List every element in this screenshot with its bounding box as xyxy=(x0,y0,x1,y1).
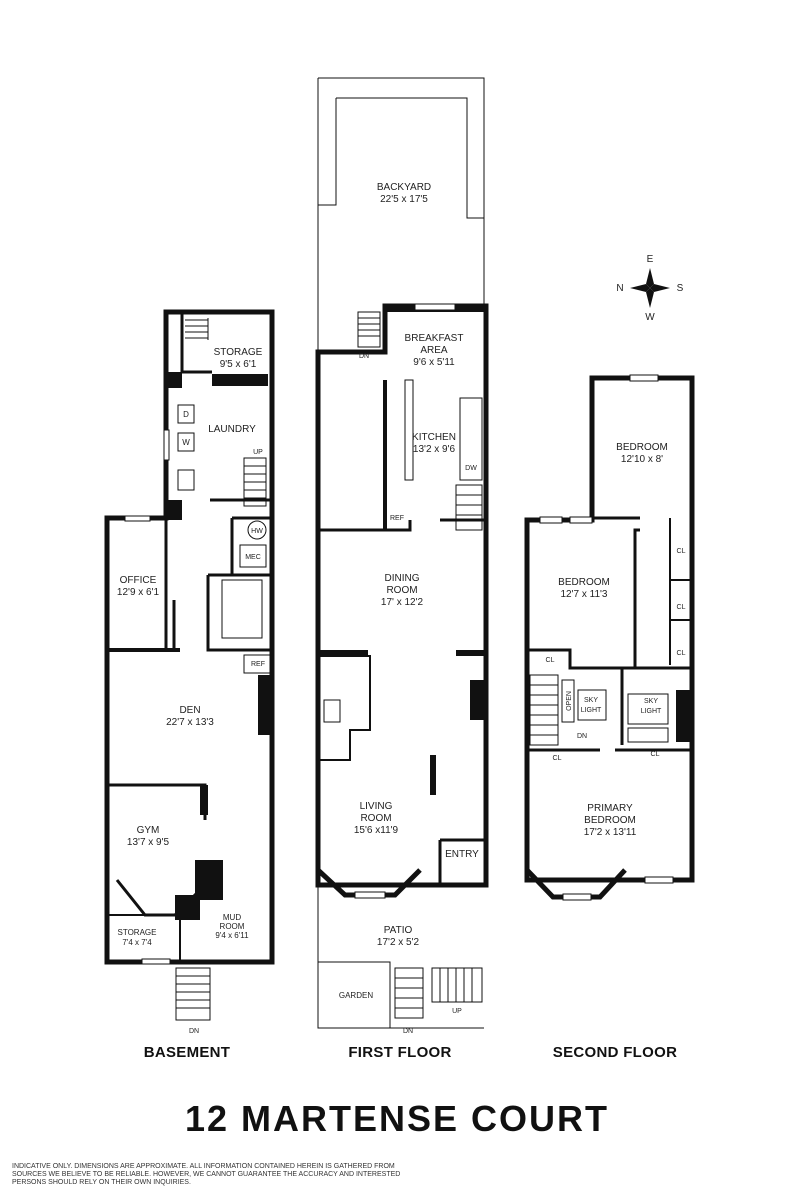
skylight-1-b: LIGHT xyxy=(581,707,602,714)
stair-open: OPEN xyxy=(566,691,573,711)
fixture-dw: DW xyxy=(465,465,477,472)
disclaimer-text: INDICATIVE ONLY. DIMENSIONS ARE APPROXIM… xyxy=(12,1163,401,1186)
closet-6: CL xyxy=(651,751,660,758)
room-patio-name: PATIO xyxy=(384,925,413,936)
closet-4: CL xyxy=(546,657,555,664)
room-bedroom2-name: BEDROOM xyxy=(558,577,610,588)
room-backyard-name: BACKYARD xyxy=(377,182,431,193)
room-kitchen-name: KITCHEN xyxy=(412,432,456,443)
fixture-dryer: D xyxy=(183,410,189,419)
skylight-2-b: LIGHT xyxy=(641,708,662,715)
room-gym-name: GYM xyxy=(137,825,160,836)
room-office-dim: 12'9 x 6'1 xyxy=(117,587,160,598)
skylight-2-a: SKY xyxy=(644,698,658,705)
fixture-ref-kitchen: REF xyxy=(390,515,404,522)
fixture-hw: HW xyxy=(251,528,263,535)
room-primary-name: PRIMARY xyxy=(587,803,633,814)
fixture-washer: W xyxy=(182,438,190,447)
room-bedroom2-dim: 12'7 x 11'3 xyxy=(560,589,607,600)
stair-up-patio: UP xyxy=(452,1008,462,1015)
room-mud-name: MUD xyxy=(223,913,241,922)
room-breakfast-name2: AREA xyxy=(420,345,448,356)
fixture-ref-basement: REF xyxy=(251,661,265,668)
svg-text:N: N xyxy=(616,283,623,294)
room-mud-name2: ROOM xyxy=(220,922,245,931)
closet-1: CL xyxy=(677,548,686,555)
stair-dn-basement: DN xyxy=(189,1028,199,1035)
floor-label-first: FIRST FLOOR xyxy=(348,1044,452,1061)
room-garden-name: GARDEN xyxy=(339,991,373,1000)
room-backyard-dim: 22'5 x 17'5 xyxy=(380,194,428,205)
room-mud-dim: 9'4 x 6'11 xyxy=(215,931,249,940)
room-storage-small-dim: 7'4 x 7'4 xyxy=(122,938,152,947)
room-entry-name: ENTRY xyxy=(445,849,479,860)
room-storage-small-name: STORAGE xyxy=(118,928,157,937)
room-living-name: LIVING xyxy=(360,801,393,812)
svg-text:W: W xyxy=(645,312,655,323)
floor-label-second: SECOND FLOOR xyxy=(552,1044,678,1061)
room-living-name2: ROOM xyxy=(360,813,391,824)
room-breakfast-name: BREAKFAST xyxy=(405,333,464,344)
svg-text:E: E xyxy=(647,254,654,265)
closet-5: CL xyxy=(553,755,562,762)
room-storage-top-dim: 9'5 x 6'1 xyxy=(220,359,257,370)
room-den-dim: 22'7 x 13'3 xyxy=(166,717,214,728)
room-dining-name: DINING xyxy=(385,573,420,584)
skylight-1-a: SKY xyxy=(584,697,598,704)
second-floor-plan xyxy=(524,374,695,901)
fixture-mec: MEC xyxy=(245,554,261,561)
room-primary-name2: BEDROOM xyxy=(584,815,636,826)
room-office-name: OFFICE xyxy=(120,575,157,586)
room-patio-dim: 17'2 x 5'2 xyxy=(377,937,420,948)
room-laundry-name: LAUNDRY xyxy=(208,424,256,435)
room-dining-dim: 17' x 12'2 xyxy=(381,597,424,608)
property-title: 12 MARTENSE COURT xyxy=(184,1098,610,1139)
first-floor-plan xyxy=(315,77,489,1029)
room-living-dim: 15'6 x11'9 xyxy=(354,825,399,836)
room-kitchen-dim: 13'2 x 9'6 xyxy=(413,444,456,455)
stair-up-laundry: UP xyxy=(253,449,263,456)
room-primary-dim: 17'2 x 13'11 xyxy=(584,827,637,838)
stair-dn-breakfast: DN xyxy=(359,353,369,360)
basement-plan xyxy=(104,309,275,1021)
compass-icon: E W N S xyxy=(616,254,683,323)
svg-text:S: S xyxy=(677,283,684,294)
floor-plan: E W N S STORAGE 9'5 x 6'1 LAUNDRY D W UP… xyxy=(104,77,695,1035)
room-bedroom1-name: BEDROOM xyxy=(616,442,668,453)
room-bedroom1-dim: 12'10 x 8' xyxy=(621,454,663,465)
room-dining-name2: ROOM xyxy=(386,585,417,596)
closet-3: CL xyxy=(677,650,686,657)
room-gym-dim: 13'7 x 9'5 xyxy=(127,837,170,848)
stair-dn-patio: DN xyxy=(403,1028,413,1035)
stair-dn-second: DN xyxy=(577,733,587,740)
room-breakfast-dim: 9'6 x 5'11 xyxy=(413,357,455,368)
room-den-name: DEN xyxy=(179,705,200,716)
closet-2: CL xyxy=(677,604,686,611)
room-storage-top-name: STORAGE xyxy=(214,347,263,358)
floor-label-basement: BASEMENT xyxy=(143,1044,231,1061)
